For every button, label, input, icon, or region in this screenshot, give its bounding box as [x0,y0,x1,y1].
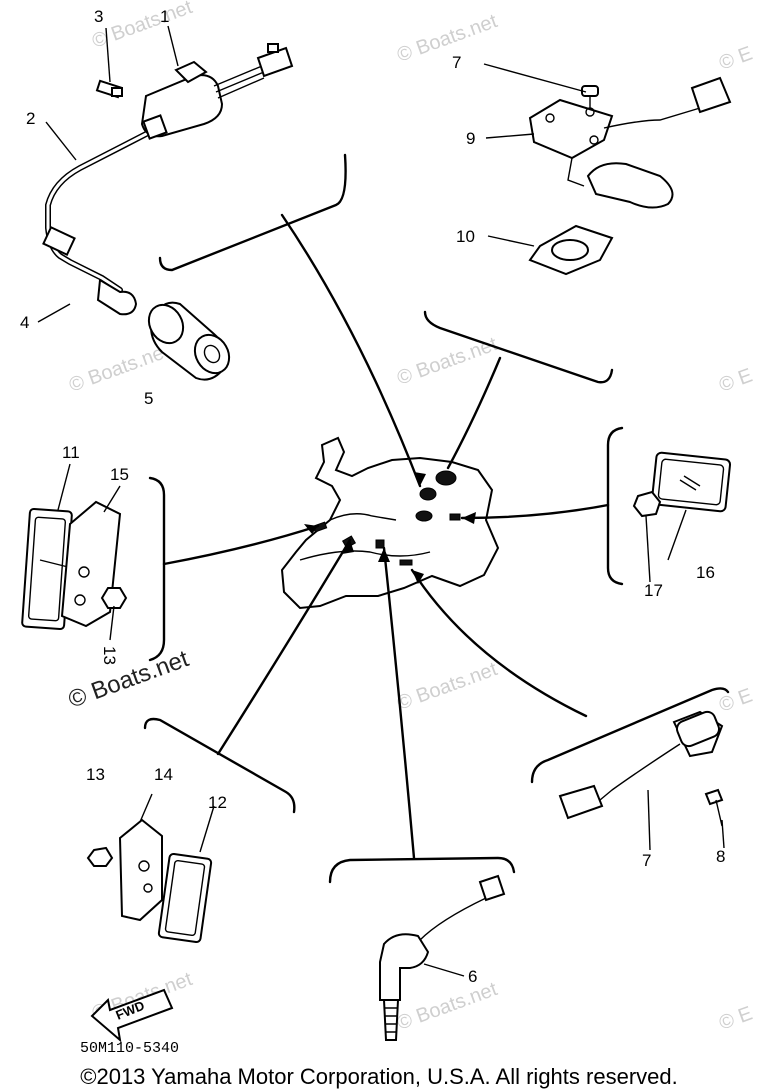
callout-7: 7 [642,851,651,870]
switch-part-7-8 [558,710,724,827]
watermark-partial: © E [716,1003,755,1035]
callout-14: 14 [154,765,173,784]
bracket-bottom-center [328,856,516,884]
watermark-partial: © E [716,365,755,397]
callout-13: 13 [86,765,105,784]
left-side-parts [21,500,128,631]
parts-diagram: © Boats.net © Boats.net © E © Boats.net … [20,0,755,1057]
callout-leaders [37,25,725,977]
bracket-bottom-right [530,687,730,784]
group-brackets [143,153,730,884]
callout-10: 10 [456,227,475,246]
bottom-left-parts [86,818,213,943]
bracket-right [606,426,624,586]
copyright-notice: ©2013 Yamaha Motor Corporation, U.S.A. A… [80,1064,678,1089]
switch-hose-assembly [42,43,294,316]
bracket-top-right [423,310,614,384]
bracket-top-left [158,153,347,272]
callout-17: 17 [644,581,663,600]
watermark: © Boats.net [394,658,500,715]
callout-8: 8 [716,847,725,866]
diagram-code: 50M110-5340 [80,1040,179,1057]
callout-numbers: 3 1 2 4 5 7 9 10 11 15 13 17 16 13 14 12… [20,7,725,1057]
callout-9: 9 [466,129,475,148]
callout-3: 3 [94,7,103,26]
grommet-part-5 [147,301,231,381]
watermark: © Boats.net [394,10,500,67]
callout-5: 5 [144,389,153,408]
watermark-partial: © E [716,43,755,75]
watermark: © Boats.net [394,333,500,390]
watermark: © Boats.net [66,340,172,397]
watermark: © Boats.net [89,0,195,53]
callout-12: 12 [208,793,227,812]
motorcycle-frame [280,436,500,610]
callout-16: 16 [696,563,715,582]
right-side-parts [632,451,732,518]
fuel-sender-parts [528,76,732,276]
callout-13: 13 [100,646,119,665]
callout-1: 1 [160,7,169,26]
callout-12: 11 [62,443,80,462]
callout-2: 2 [26,109,35,128]
bracket-bottom-left [143,717,296,814]
callout-4: 4 [20,313,29,332]
leader-lines [162,213,610,860]
watermark: © Boats.net [394,978,500,1035]
bracket-left [148,476,166,662]
callout-11: 7 [452,53,462,72]
callout-6: 6 [468,967,477,986]
sensor-part-6 [379,874,506,1041]
callout-15: 15 [110,465,129,484]
watermark-strong: © Boats.net [65,645,193,713]
